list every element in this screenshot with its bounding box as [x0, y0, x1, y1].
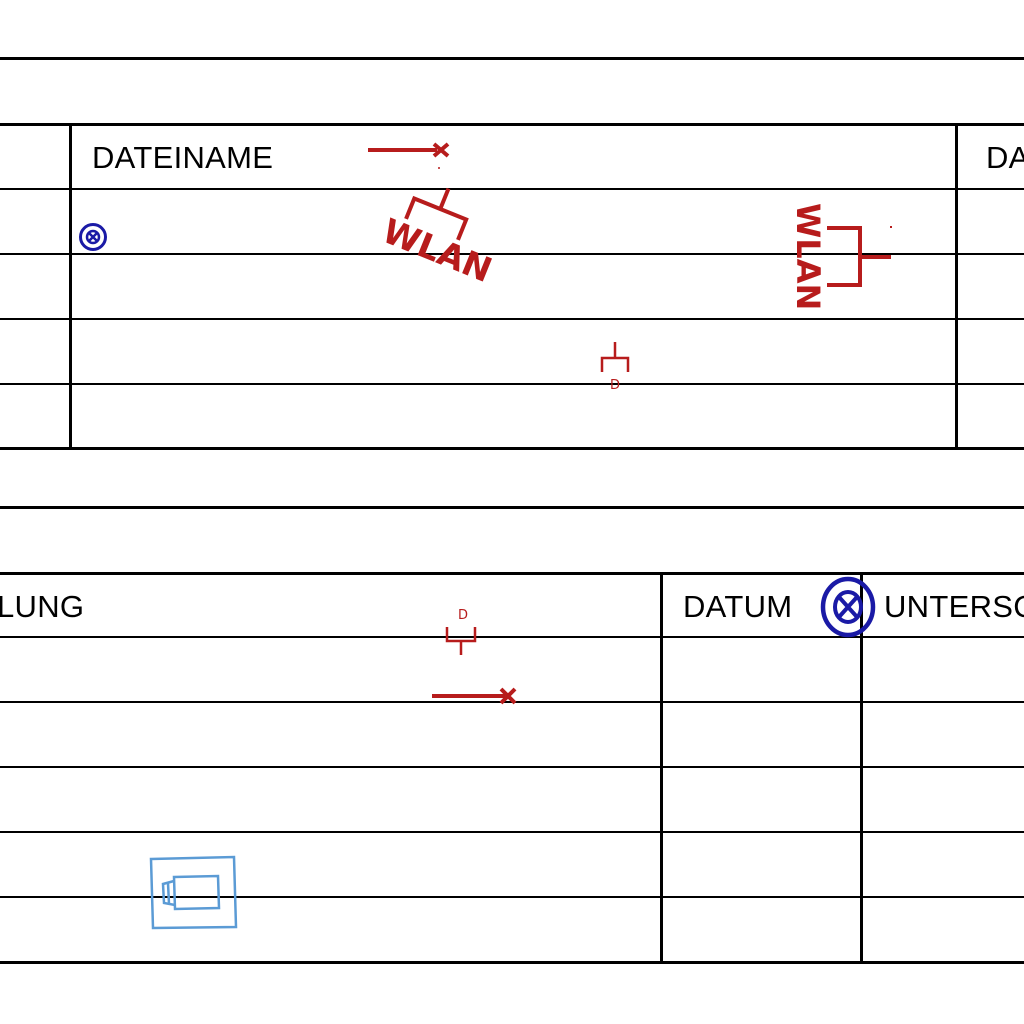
- bottom-table-line: [0, 896, 1024, 898]
- header-signature-cut: UNTERSC: [884, 589, 1024, 624]
- bottom-table-line: [0, 572, 1024, 575]
- bottom-table-line: [0, 636, 1024, 638]
- outlet-icon: D: [445, 608, 477, 655]
- camera-icon: [149, 855, 238, 930]
- cable-end-icon: [432, 687, 517, 705]
- wireless-access-point-icon: WLAN: [789, 203, 892, 310]
- header-date-cut: DA: [986, 140, 1024, 175]
- top-page-divider: [0, 57, 1024, 60]
- bottom-table-line: [0, 766, 1024, 768]
- top-table-column-divider: [955, 124, 958, 449]
- top-table-line: [0, 447, 1024, 450]
- bottom-table-line: [0, 831, 1024, 833]
- top-table-column-divider: [69, 124, 72, 449]
- outlet-label: D: [610, 378, 620, 393]
- outlet-label: D: [458, 608, 468, 623]
- top-table-line: [0, 123, 1024, 126]
- top-table-line: [0, 253, 1024, 255]
- crossed-circle-lamp-icon: [820, 576, 876, 638]
- header-description-cut: LUNG: [0, 589, 85, 624]
- top-table-line: [0, 318, 1024, 320]
- bottom-page-divider: [0, 506, 1024, 509]
- top-table-line: [0, 383, 1024, 385]
- bottom-table-line: [0, 961, 1024, 964]
- header-date: DATUM: [683, 589, 793, 624]
- wlan-label: WLAN: [377, 211, 498, 291]
- wireless-access-point-icon: WLAN: [377, 187, 498, 291]
- cable-end-icon: [368, 142, 450, 169]
- bottom-table-column-divider: [860, 573, 863, 963]
- wlan-label: WLAN: [789, 203, 827, 310]
- bottom-table-column-divider: [660, 573, 663, 963]
- top-table-line: [0, 188, 1024, 190]
- crossed-circle-lamp-icon: [79, 223, 107, 251]
- header-filename: DATEINAME: [92, 140, 274, 175]
- outlet-icon: D: [600, 342, 630, 393]
